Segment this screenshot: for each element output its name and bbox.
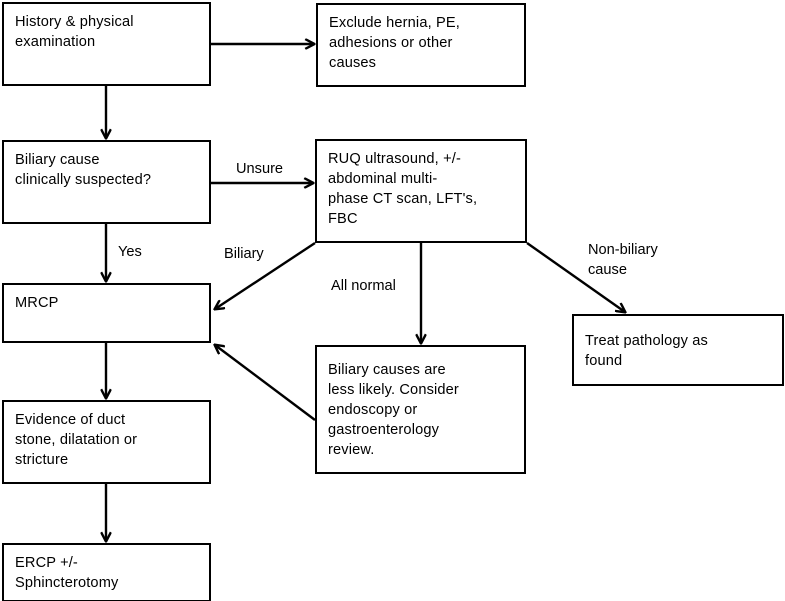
node-biliary-cause-suspected[interactable]: Biliary cause clinically suspected? xyxy=(2,140,211,224)
node-label: RUQ ultrasound, +/- abdominal multi- pha… xyxy=(328,151,478,227)
node-ercp-sphincterotomy[interactable]: ERCP +/- Sphincterotomy xyxy=(2,543,211,601)
edge-biliary-causes-to-mrcp xyxy=(215,345,316,421)
node-biliary-causes-less-likely[interactable]: Biliary causes are less likely. Consider… xyxy=(315,345,526,474)
edge-label-yes: Yes xyxy=(118,244,142,260)
node-label: Biliary causes are less likely. Consider… xyxy=(328,362,459,458)
node-label: Evidence of duct stone, dilatation or st… xyxy=(15,412,138,468)
node-label: Treat pathology as found xyxy=(585,333,708,369)
edge-label-biliary: Biliary xyxy=(224,246,264,262)
node-ruq-ultrasound[interactable]: RUQ ultrasound, +/- abdominal multi- pha… xyxy=(315,139,527,243)
node-label: Exclude hernia, PE, adhesions or other c… xyxy=(329,15,460,71)
node-label: History & physical examination xyxy=(15,14,134,50)
node-treat-pathology-as-found[interactable]: Treat pathology as found xyxy=(572,314,784,386)
node-evidence-of-duct-stone[interactable]: Evidence of duct stone, dilatation or st… xyxy=(2,400,211,484)
edge-label-all-normal: All normal xyxy=(331,278,396,294)
node-label: MRCP xyxy=(15,295,59,311)
edge-label-non-biliary-cause: Non-biliary cause xyxy=(588,242,658,278)
node-label: ERCP +/- Sphincterotomy xyxy=(15,555,119,591)
node-history-physical-examination[interactable]: History & physical examination xyxy=(2,2,211,86)
node-mrcp[interactable]: MRCP xyxy=(2,283,211,343)
edge-label-unsure: Unsure xyxy=(236,161,284,177)
node-exclude-hernia[interactable]: Exclude hernia, PE, adhesions or other c… xyxy=(316,3,526,87)
node-label: Biliary cause clinically suspected? xyxy=(15,152,152,188)
